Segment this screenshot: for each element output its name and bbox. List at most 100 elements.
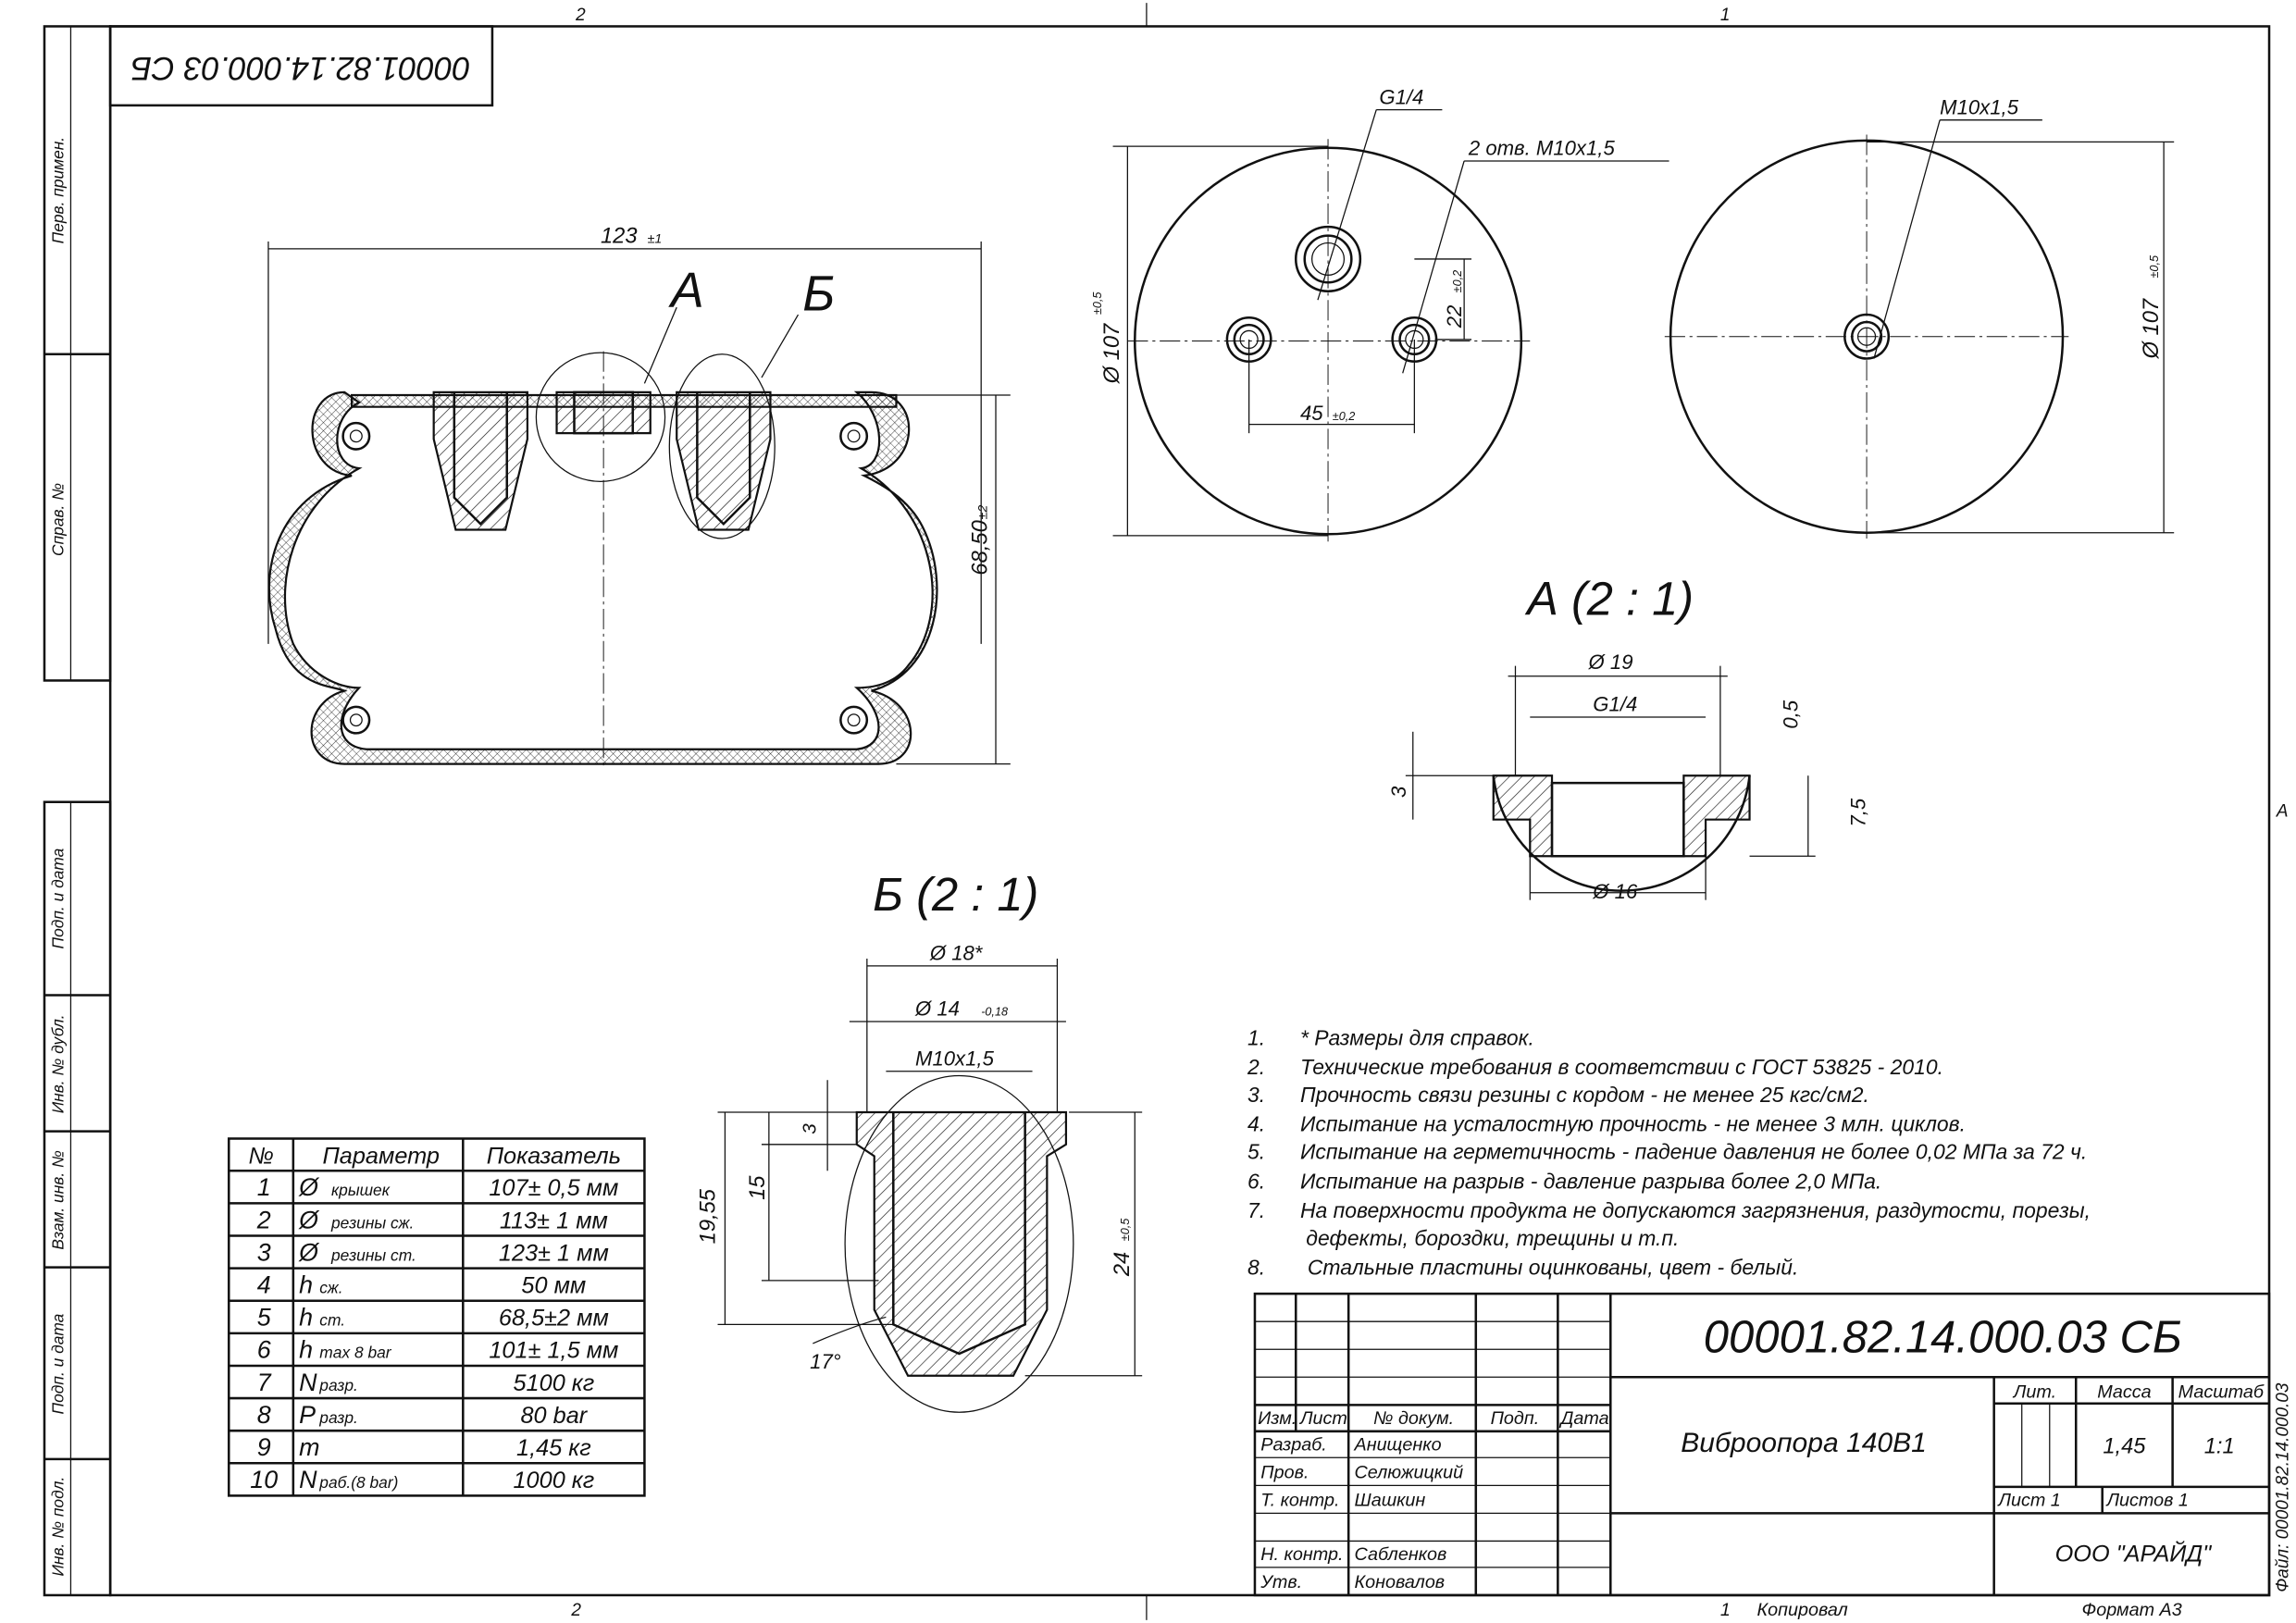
scale-value: 1:1 (2204, 1435, 2235, 1459)
table-cell-value: 107± 0,5 мм (489, 1175, 618, 1201)
col-header: Изм. (1258, 1408, 1297, 1429)
top-view-ports (1112, 108, 1669, 542)
detail-a-dim-75: 7,5 (1846, 798, 1869, 826)
note-number: 2. (1247, 1055, 1265, 1079)
top-view-single-thread (1664, 119, 2175, 539)
table-cell-value: 113± 1 мм (500, 1208, 608, 1233)
table-cell-value: 1000 кг (514, 1468, 595, 1493)
table-header: № (248, 1143, 273, 1169)
table-cell-subscript: ст. (319, 1311, 345, 1330)
detail-b-d18: Ø 18* (929, 942, 984, 965)
detail-b-thread: M10x1,5 (915, 1047, 995, 1070)
detail-b-d14: Ø 14 (914, 997, 960, 1021)
sheet-frame (43, 3, 2271, 1620)
side-label: Инв. № дубл. (49, 1014, 68, 1113)
detail-a-d19: Ø 19 (1588, 650, 1633, 674)
col-header: Лист (1298, 1408, 1347, 1429)
table-cell-number: 2 (256, 1206, 271, 1233)
zone-bottom-2: 2 (570, 1601, 581, 1620)
format-label: Формат А3 (2082, 1600, 2182, 1620)
detail-a-view (1405, 665, 1816, 900)
table-cell-number: 8 (257, 1401, 271, 1429)
company-name: ООО "АРАЙД" (2055, 1540, 2213, 1567)
sheet-count: Листов 1 (2104, 1490, 2188, 1510)
person-name: Шашкин (1355, 1490, 1426, 1510)
table-cell-symbol: P (299, 1401, 316, 1429)
table-cell-value: 5100 кг (514, 1370, 595, 1396)
table-cell-subscript: резины сж. (330, 1213, 414, 1232)
right-thread-label: M10x1,5 (1940, 95, 2019, 118)
left-diameter-dim: Ø 107 (1100, 323, 1124, 384)
table-cell-symbol: Ø (298, 1206, 320, 1233)
table-cell-subscript: разр. (318, 1376, 358, 1394)
side-label: Подп. и дата (49, 1313, 68, 1414)
hole-spacing-tol: ±0,2 (1333, 410, 1356, 423)
mirrored-designation: 00001.82.14.000.03 СБ (130, 50, 470, 85)
detail-b-dim-24-tol: ±0,5 (1119, 1218, 1132, 1241)
detail-a-dim-3: 3 (1387, 786, 1410, 798)
table-cell-subscript: крышек (331, 1181, 391, 1199)
detail-b-dim-1955: 19,55 (696, 1188, 720, 1244)
side-label: Взам. инв. № (49, 1150, 68, 1250)
hole-spacing-dim: 45 (1300, 402, 1323, 425)
table-header: Показатель (487, 1143, 621, 1169)
table-cell-symbol: h (299, 1271, 313, 1299)
detail-b-d14-tol: -0,18 (981, 1006, 1008, 1019)
detail-b-dim-3: 3 (799, 1123, 820, 1134)
table-cell-subscript: резины ст. (330, 1245, 416, 1264)
table-cell-number: 7 (257, 1369, 272, 1396)
detail-b-title: Б (2 : 1) (873, 868, 1038, 921)
detail-b-dim-24: 24 (1111, 1252, 1135, 1277)
detail-b-angle: 17° (810, 1350, 841, 1373)
table-cell-symbol: Ø (298, 1173, 320, 1201)
note-number: 6. (1247, 1169, 1265, 1193)
note-number: 1. (1247, 1025, 1265, 1049)
side-labels: Перв. примен. Справ. № Подп. и дата Инв.… (49, 137, 68, 1577)
title-block-texts: 00001.82.14.000.03 СБ Виброопора 140В1 И… (1258, 1312, 2292, 1620)
note-text: Испытание на разрыв - давление разрыва б… (1300, 1169, 1881, 1193)
zone-top-2: 2 (575, 6, 586, 25)
col-header: Подп. (1491, 1408, 1540, 1429)
height-tolerance: ±2 (976, 505, 991, 520)
main-section-view (267, 241, 1011, 769)
side-label: Перв. примен. (49, 137, 68, 243)
detail-a-d16: Ø 16 (1592, 880, 1638, 903)
note-text: Стальные пластины оцинкованы, цвет - бел… (1308, 1256, 1798, 1280)
note-text: дефекты, бороздки, трещины и т.п. (1306, 1226, 1679, 1250)
side-label: Справ. № (49, 483, 68, 556)
table-cell-number: 6 (257, 1336, 271, 1364)
sheet-number: Лист 1 (1996, 1490, 2060, 1510)
table-cell-value: 68,5±2 мм (499, 1306, 609, 1332)
copied-label: Копировал (1756, 1600, 1847, 1620)
note-text: * Размеры для справок. (1300, 1025, 1534, 1049)
side-label: Подп. и дата (49, 848, 68, 948)
person-name: Анищенко (1354, 1434, 1442, 1455)
table-cell-value: 50 мм (521, 1273, 586, 1299)
table-cell-number: 5 (257, 1304, 272, 1332)
table-cell-subscript: раб.(8 bar) (318, 1473, 398, 1492)
table-cell-number: 3 (257, 1238, 271, 1266)
detail-a-thread: G1/4 (1593, 693, 1637, 716)
table-cell-subscript: разр. (318, 1408, 358, 1427)
role-label: Пров. (1260, 1462, 1309, 1482)
hole-offset-tol: ±0,2 (1451, 270, 1464, 293)
note-text: Испытание на герметичность - падение дав… (1300, 1140, 2087, 1164)
table-cell-symbol: N (299, 1369, 317, 1396)
mass-value: 1,45 (2103, 1435, 2146, 1459)
table-cell-subscript: сж. (319, 1279, 342, 1297)
table-cell-value: 123± 1 мм (499, 1240, 609, 1266)
note-number: 7. (1247, 1198, 1265, 1222)
table-cell-symbol: m (299, 1433, 319, 1461)
lit-label: Лит. (2012, 1381, 2056, 1402)
role-label: Т. контр. (1260, 1490, 1339, 1510)
port-thread-label: G1/4 (1379, 85, 1423, 108)
scale-label: Масштаб (2178, 1381, 2265, 1402)
person-name: Коновалов (1355, 1572, 1446, 1592)
col-header: Дата (1559, 1408, 1609, 1429)
table-header: Параметр (322, 1143, 440, 1169)
note-text: Технические требования в соответствии с … (1300, 1055, 1943, 1079)
table-cell-symbol: N (299, 1466, 317, 1493)
role-label: Разраб. (1260, 1434, 1327, 1455)
table-cell-value: 101± 1,5 мм (489, 1338, 618, 1364)
